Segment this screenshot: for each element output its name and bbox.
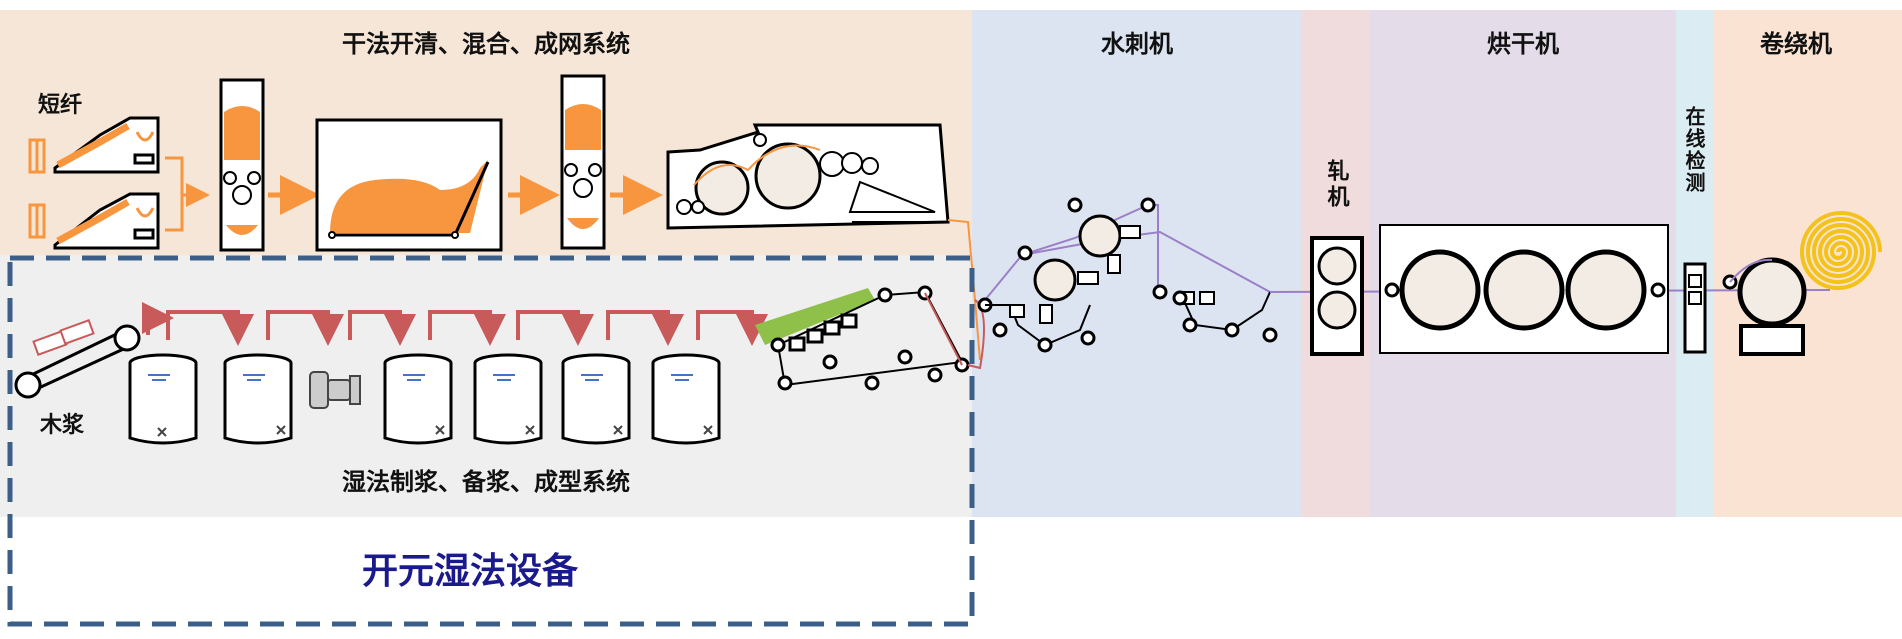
web-output-line — [947, 219, 981, 361]
pulper-pump — [309, 371, 361, 409]
dry-section-title: 干法开清、混合、成网系统 — [342, 30, 630, 58]
roll-mill — [1310, 236, 1364, 356]
opener-column-1 — [219, 78, 265, 252]
opener-column-2 — [560, 74, 606, 250]
mixing-hopper — [315, 118, 503, 252]
roll-title: 轧机 — [1324, 158, 1350, 211]
online-inspection-unit — [1683, 262, 1707, 354]
wood-pulp-label: 木浆 — [39, 412, 85, 438]
pulp-flow-arrows — [142, 302, 768, 346]
dryer-title: 烘干机 — [1487, 30, 1559, 58]
fiber-feeder-1 — [28, 116, 160, 174]
fiber-feeder-2 — [28, 192, 160, 250]
pulp-tank-5 — [561, 353, 631, 445]
pulp-tank-1 — [128, 353, 198, 445]
inspection-title: 在线检测 — [1682, 105, 1706, 194]
pulp-tank-3 — [383, 353, 453, 445]
pulp-tank-4 — [473, 353, 543, 445]
hydroentangle-title: 水刺机 — [1101, 30, 1173, 58]
pulp-conveyor — [14, 319, 141, 399]
product-roll-spiral — [1799, 211, 1882, 290]
dryer-machine — [1379, 224, 1669, 354]
equipment-dashed-box — [7, 255, 975, 627]
hydroentangle-machine — [977, 197, 1278, 353]
feeder-merge-arrow — [165, 156, 198, 232]
carding-machine — [666, 123, 950, 230]
pulp-tank-6 — [651, 353, 721, 445]
short-fiber-label: 短纤 — [38, 92, 82, 118]
pulp-tank-2 — [223, 353, 293, 445]
winder-machine — [1722, 257, 1807, 356]
wet-section-title: 湿法制浆、备浆、成型系统 — [342, 468, 630, 496]
inclined-wire-former — [755, 285, 970, 391]
equipment-box-label: 开元湿法设备 — [362, 551, 579, 592]
winder-title: 卷绕机 — [1760, 30, 1832, 58]
hydroentangle-section-bg — [972, 10, 1302, 517]
